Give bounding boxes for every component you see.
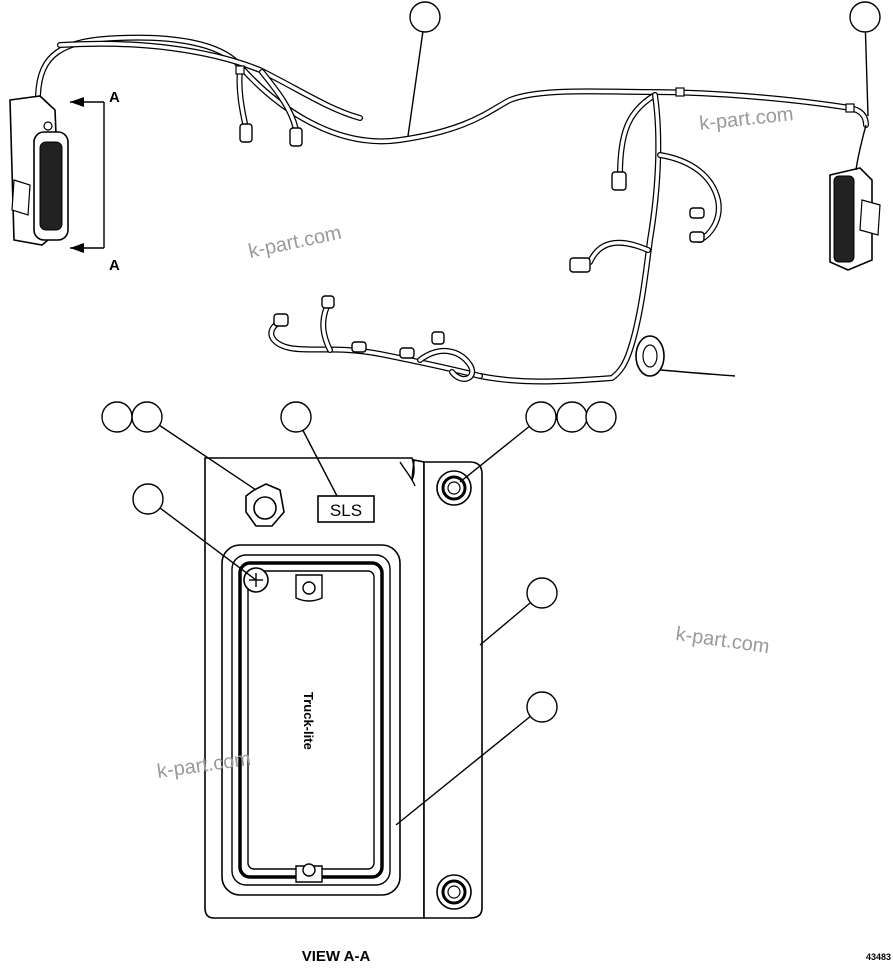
callout-screw	[132, 483, 164, 515]
right-lamp-assembly	[829, 124, 881, 271]
callout-tag	[280, 401, 312, 433]
callout-top-center	[409, 1, 441, 33]
callout-grommet-b	[556, 401, 588, 433]
callout-plate	[526, 577, 558, 609]
left-lamp-assembly	[9, 95, 69, 246]
callouts	[101, 1, 881, 826]
brand-text: Truck-lite	[301, 692, 316, 750]
callout-grommet-a	[525, 401, 557, 433]
section-label-top: A	[109, 89, 120, 106]
view-title: VIEW A-A	[302, 948, 371, 965]
watermark: k-part.com	[698, 103, 794, 135]
section-indicator: A A	[70, 89, 120, 274]
callout-top-right	[849, 1, 881, 33]
wiring-harness	[35, 34, 869, 385]
sls-tag: SLS	[330, 501, 362, 520]
callout-grommet-c	[585, 401, 617, 433]
section-label-bottom: A	[109, 257, 120, 274]
watermark: k-part.com	[674, 623, 771, 658]
callout-lamp	[526, 691, 558, 723]
callout-nut-b	[131, 401, 163, 433]
watermark: k-part.com	[246, 222, 343, 263]
callout-nut-a	[101, 401, 133, 433]
view-a-a-detail: SLS Truck-lite VIEW A-A	[204, 457, 483, 965]
part-code: 43483	[866, 952, 891, 962]
